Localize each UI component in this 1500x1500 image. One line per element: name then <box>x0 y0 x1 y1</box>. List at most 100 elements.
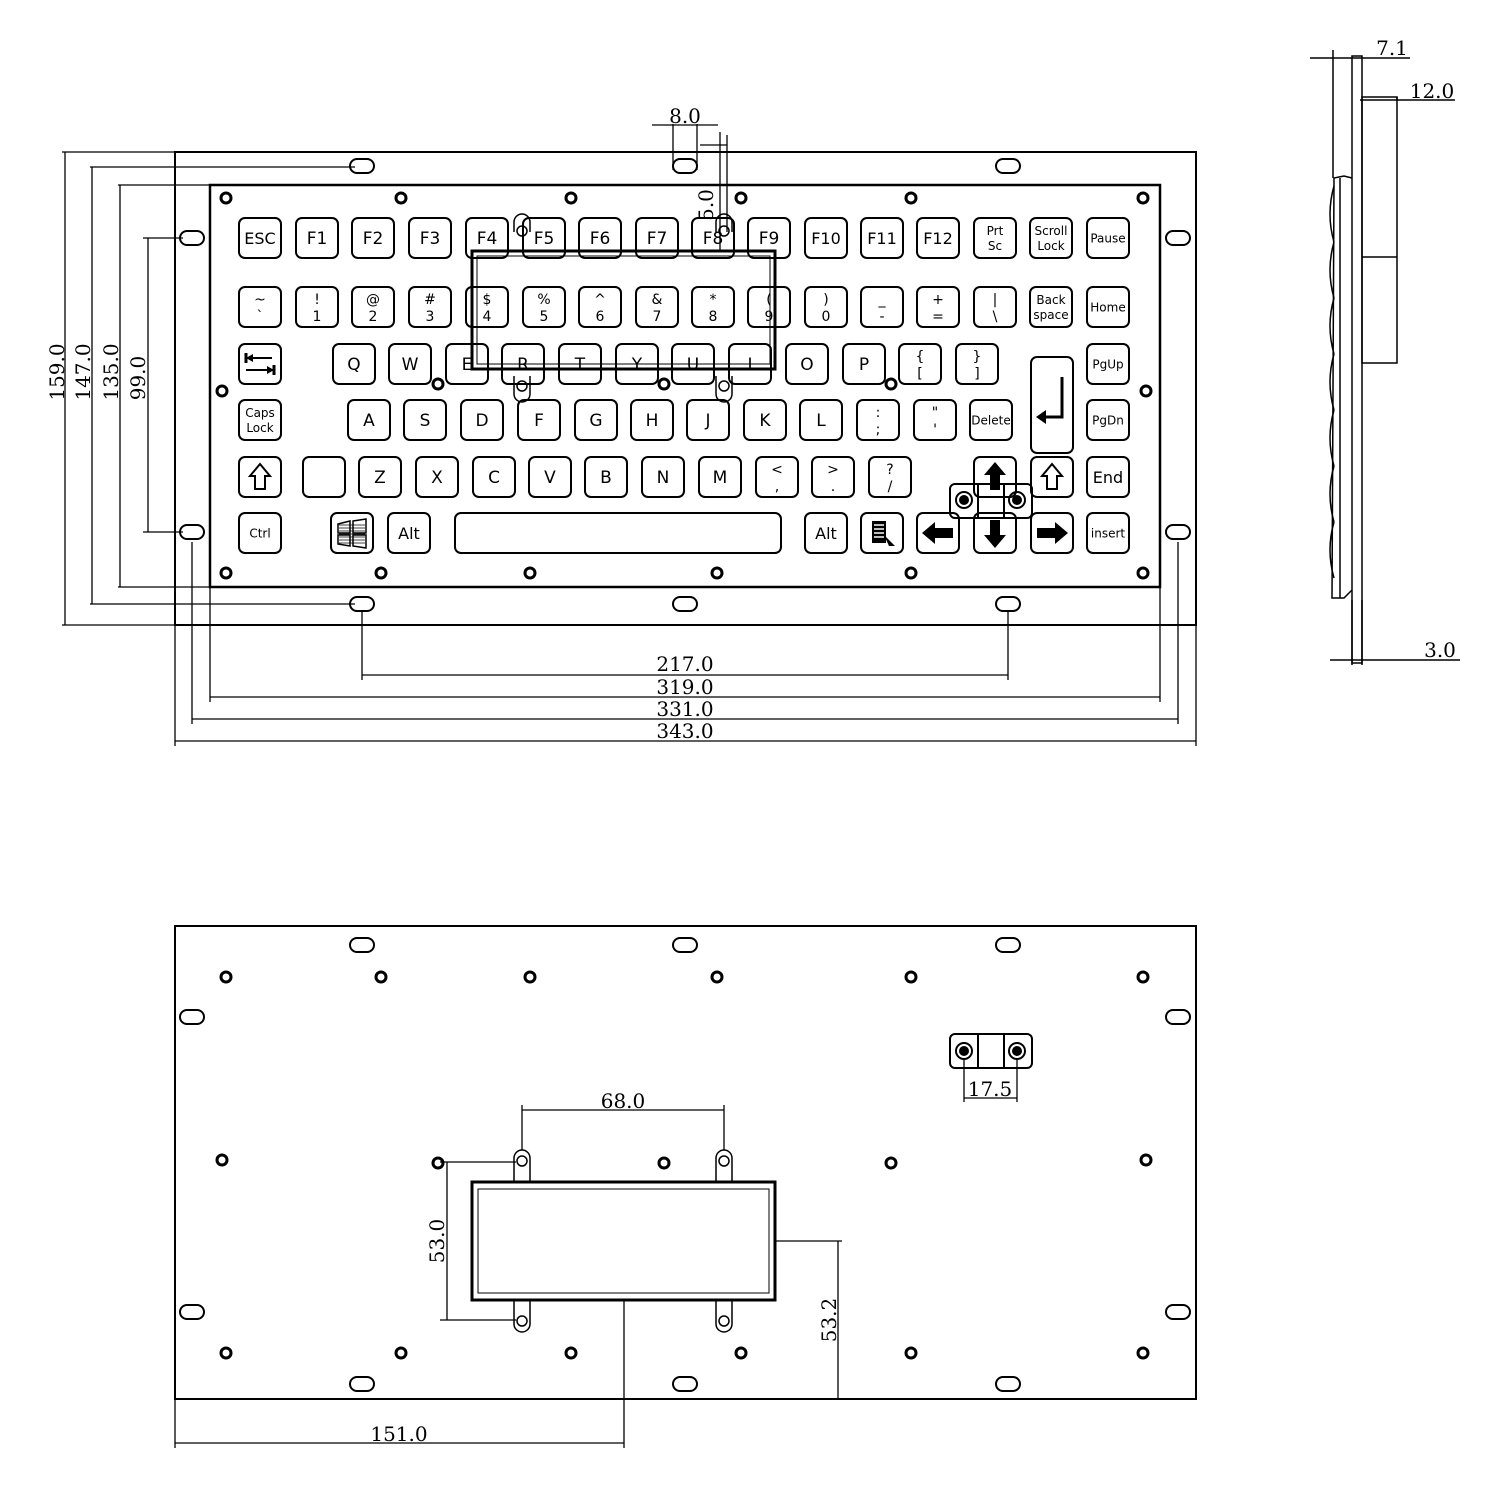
key-cap[interactable] <box>973 217 1017 259</box>
key-cap[interactable] <box>691 217 735 259</box>
key[interactable]: }] <box>955 343 999 385</box>
key-cap[interactable] <box>1086 456 1130 498</box>
key-cap[interactable] <box>755 456 799 498</box>
key-cap[interactable] <box>347 399 391 441</box>
key[interactable]: P <box>842 343 886 385</box>
key-cap[interactable] <box>973 512 1017 554</box>
key[interactable]: )0 <box>804 286 848 328</box>
key-cap[interactable] <box>1086 512 1130 554</box>
key-cap[interactable] <box>332 343 376 385</box>
key-cap[interactable] <box>238 343 282 385</box>
key-cap[interactable] <box>351 217 395 259</box>
key-cap[interactable] <box>1029 217 1073 259</box>
key-cap[interactable] <box>528 456 572 498</box>
key-cap[interactable] <box>955 343 999 385</box>
key[interactable] <box>1030 512 1074 554</box>
key[interactable]: O <box>785 343 829 385</box>
key-cap[interactable] <box>635 217 679 259</box>
key-cap[interactable] <box>517 399 561 441</box>
key[interactable]: |\ <box>973 286 1017 328</box>
key-cap[interactable] <box>238 456 282 498</box>
space-bar-key[interactable] <box>454 512 782 554</box>
key[interactable]: Delete <box>969 399 1013 441</box>
key[interactable]: :; <box>856 399 900 441</box>
key-cap[interactable] <box>1030 456 1074 498</box>
key-cap[interactable] <box>804 217 848 259</box>
key-cap[interactable] <box>691 286 735 328</box>
key-cap[interactable] <box>1029 286 1073 328</box>
key-cap[interactable] <box>238 399 282 441</box>
key[interactable] <box>1030 456 1074 498</box>
key-cap[interactable] <box>799 399 843 441</box>
key-cap[interactable] <box>916 217 960 259</box>
key-cap[interactable] <box>856 399 900 441</box>
key-cap[interactable] <box>1086 399 1130 441</box>
key-cap[interactable] <box>916 512 960 554</box>
key[interactable]: _- <box>860 286 904 328</box>
key[interactable]: M <box>698 456 742 498</box>
key-cap[interactable] <box>1086 343 1130 385</box>
key-cap[interactable] <box>860 512 904 554</box>
key-cap[interactable] <box>238 286 282 328</box>
key[interactable]: F2 <box>351 217 395 259</box>
key-cap[interactable] <box>898 343 942 385</box>
key[interactable]: += <box>916 286 960 328</box>
key-cap[interactable] <box>454 512 782 554</box>
key-cap[interactable] <box>698 456 742 498</box>
enter-key[interactable] <box>1030 356 1074 454</box>
key[interactable]: ~` <box>238 286 282 328</box>
key-cap[interactable] <box>330 512 374 554</box>
key[interactable]: Alt <box>804 512 848 554</box>
key-cap[interactable] <box>785 343 829 385</box>
key[interactable]: Q <box>332 343 376 385</box>
key-cap[interactable] <box>403 399 447 441</box>
key[interactable]: $4 <box>465 286 509 328</box>
key[interactable]: <, <box>755 456 799 498</box>
key[interactable]: @2 <box>351 286 395 328</box>
key[interactable] <box>973 512 1017 554</box>
key[interactable]: V <box>528 456 572 498</box>
key-cap[interactable] <box>302 456 346 498</box>
key-cap[interactable] <box>238 217 282 259</box>
key[interactable]: B <box>584 456 628 498</box>
key[interactable]: ^6 <box>578 286 622 328</box>
key[interactable]: D <box>460 399 504 441</box>
key-cap[interactable] <box>522 217 566 259</box>
key[interactable]: !1 <box>295 286 339 328</box>
key-cap[interactable] <box>351 286 395 328</box>
key[interactable]: >. <box>811 456 855 498</box>
key[interactable]: Z <box>358 456 402 498</box>
key-cap[interactable] <box>747 286 791 328</box>
key-cap[interactable] <box>973 286 1017 328</box>
key-cap[interactable] <box>916 286 960 328</box>
key[interactable]: F4 <box>465 217 509 259</box>
key-cap[interactable] <box>1030 512 1074 554</box>
key[interactable]: Home <box>1086 286 1130 328</box>
key-cap[interactable] <box>387 512 431 554</box>
key[interactable]: PgDn <box>1086 399 1130 441</box>
key[interactable]: F5 <box>522 217 566 259</box>
key[interactable]: W <box>388 343 432 385</box>
key[interactable]: F11 <box>860 217 904 259</box>
key-cap[interactable] <box>238 512 282 554</box>
key[interactable]: Ctrl <box>238 512 282 554</box>
key-cap[interactable] <box>460 399 504 441</box>
key-cap[interactable] <box>584 456 628 498</box>
key-cap[interactable] <box>465 286 509 328</box>
key[interactable]: PgUp <box>1086 343 1130 385</box>
key[interactable]: C <box>472 456 516 498</box>
key[interactable]: K <box>743 399 787 441</box>
key[interactable]: H <box>630 399 674 441</box>
key[interactable]: End <box>1086 456 1130 498</box>
key-cap[interactable] <box>408 217 452 259</box>
key[interactable] <box>860 512 904 554</box>
key-cap[interactable] <box>522 286 566 328</box>
key[interactable] <box>973 456 1017 498</box>
key[interactable]: G <box>574 399 618 441</box>
key-cap[interactable] <box>295 217 339 259</box>
key-cap[interactable] <box>635 286 679 328</box>
key-cap[interactable] <box>811 456 855 498</box>
